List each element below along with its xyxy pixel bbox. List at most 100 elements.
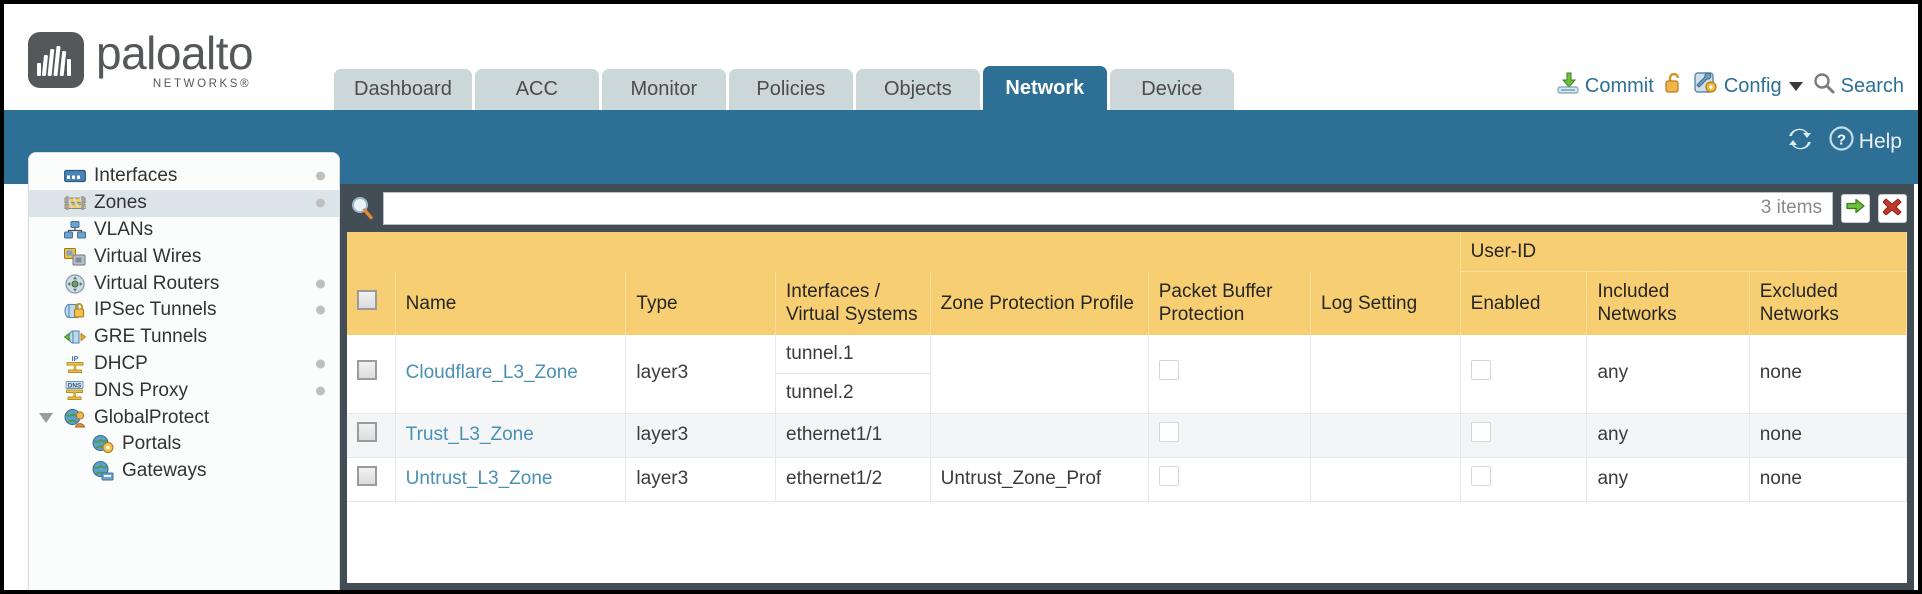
row-select-cell[interactable] [347,334,396,415]
sidebar-item-portals[interactable]: Portals [29,431,339,458]
svg-text:DNS: DNS [68,382,82,389]
userid-enabled-checkbox[interactable] [1470,360,1491,381]
sidebar-item-zones[interactable]: Zones [29,189,339,217]
search-button[interactable]: Search [1812,71,1904,101]
sidebar-item-globalprotect[interactable]: GlobalProtect [29,404,339,431]
sidebar-item-interfaces[interactable]: Interfaces [29,163,339,190]
commit-button[interactable]: Commit [1556,71,1654,101]
sidebar-item-label: IPSec Tunnels [94,299,217,321]
tab-objects[interactable]: Objects [855,69,980,110]
sidebar-item-dns-proxy[interactable]: DNS DNS Proxy [29,377,339,404]
col-header-log-setting[interactable]: Log Setting [1310,271,1461,335]
row-checkbox[interactable] [357,422,377,443]
sidebar-item-vlans[interactable]: VLANs [29,217,339,244]
table-header-row: Name Type Interfaces / Virtual Systems Z… [347,271,1907,335]
cell-name[interactable]: Cloudflare_L3_Zone [395,334,627,415]
cell-interfaces: ethernet1/1 [775,413,931,458]
col-header-zone-protection-profile[interactable]: Zone Protection Profile [930,271,1149,335]
tab-network[interactable]: Network [982,66,1107,110]
brand-logo: paloalto NETWORKS® [28,27,254,91]
cell-included-networks: any [1586,413,1750,458]
tab-monitor[interactable]: Monitor [601,69,726,110]
cell-packet-buffer-protection[interactable] [1148,413,1312,458]
userid-enabled-checkbox[interactable] [1470,465,1491,486]
help-label: Help [1858,129,1902,153]
status-dot [316,359,325,369]
col-header-excluded-networks[interactable]: Excluded Networks [1749,271,1907,335]
search-input[interactable]: 3 items [383,191,1833,225]
sidebar-item-label: VLANs [94,218,154,240]
cell-packet-buffer-protection[interactable] [1148,457,1312,502]
config-wrench-icon [1694,71,1719,101]
network-sidebar: Interfaces Zones [28,152,340,590]
cell-interfaces: tunnel.1 tunnel.2 [775,334,931,415]
sidebar-item-virtual-wires[interactable]: Virtual Wires [29,243,339,270]
status-dot [316,198,325,208]
red-x-icon [1881,197,1903,220]
cell-excluded-networks: none [1749,413,1907,458]
refresh-icon [1787,127,1813,157]
col-header-interfaces[interactable]: Interfaces / Virtual Systems [775,271,931,335]
top-action-bar: Commit [1556,71,1904,101]
tab-dashboard-label: Dashboard [354,78,452,100]
brand-name: paloalto [96,27,254,79]
userid-enabled-checkbox[interactable] [1470,422,1491,443]
apply-filter-button[interactable] [1841,193,1870,223]
row-checkbox[interactable] [357,360,377,381]
clear-filter-button[interactable] [1878,193,1907,223]
cell-included-networks: any [1586,334,1750,415]
table-row[interactable]: Trust_L3_Zone layer3 ethernet1/1 any [347,413,1907,458]
magnifier-icon[interactable] [349,195,375,221]
cell-interfaces: ethernet1/2 [775,457,931,502]
cell-name[interactable]: Trust_L3_Zone [395,413,627,458]
col-header-name[interactable]: Name [395,271,627,335]
table-row[interactable]: Untrust_L3_Zone layer3 ethernet1/2 Untru… [347,457,1907,502]
help-button[interactable]: ? Help [1829,126,1902,157]
help-question-icon: ? [1829,126,1854,157]
select-all-checkbox[interactable] [357,290,377,310]
filter-bar: 3 items [347,191,1907,225]
select-all-header[interactable] [347,271,396,335]
row-select-cell[interactable] [347,413,396,458]
col-header-included-networks[interactable]: Included Networks [1586,271,1750,335]
sidebar-item-gateways[interactable]: Gateways [29,458,339,485]
tab-dashboard[interactable]: Dashboard [334,69,472,110]
cell-userid-enabled[interactable] [1460,457,1588,502]
sidebar-item-label: GlobalProtect [94,406,210,428]
packet-buffer-protection-checkbox[interactable] [1158,422,1179,443]
sidebar-item-dhcp[interactable]: IP DHCP [29,351,339,378]
packet-buffer-protection-checkbox[interactable] [1158,465,1179,486]
expander-triangle-icon[interactable] [39,412,53,423]
table-row[interactable]: Cloudflare_L3_Zone layer3 tunnel.1 tunne… [347,334,1907,415]
cell-userid-enabled[interactable] [1460,334,1588,415]
cell-packet-buffer-protection[interactable] [1148,334,1312,415]
sidebar-item-label: GRE Tunnels [94,326,207,348]
refresh-button[interactable] [1787,127,1813,157]
zone-name-link[interactable]: Untrust_L3_Zone [405,467,553,489]
gre-tunnels-icon [63,327,87,347]
row-select-cell[interactable] [347,457,396,502]
interfaces-icon [63,166,87,186]
cell-zone-protection-profile [930,334,1149,415]
chevron-down-icon[interactable] [1788,81,1803,91]
config-lock-button[interactable] [1663,71,1685,101]
zones-table: User-ID Name Type Interfaces / Virtual S… [347,232,1907,502]
tab-objects-label: Objects [883,78,952,100]
cell-userid-enabled[interactable] [1460,413,1588,458]
col-header-userid-enabled[interactable]: Enabled [1460,271,1588,335]
sidebar-item-gre-tunnels[interactable]: GRE Tunnels [29,324,339,351]
sidebar-item-virtual-routers[interactable]: Virtual Routers [29,270,339,297]
zone-name-link[interactable]: Trust_L3_Zone [405,424,534,446]
tab-device[interactable]: Device [1109,69,1234,110]
main-tab-bar: Dashboard ACC Monitor Policies Objects N… [334,66,1234,110]
packet-buffer-protection-checkbox[interactable] [1158,360,1179,381]
cell-name[interactable]: Untrust_L3_Zone [395,457,627,502]
sidebar-item-ipsec-tunnels[interactable]: IPSec Tunnels [29,297,339,324]
col-header-packet-buffer-protection[interactable]: Packet Buffer Protection [1148,271,1312,335]
zone-name-link[interactable]: Cloudflare_L3_Zone [405,362,578,384]
row-checkbox[interactable] [357,465,377,486]
config-menu-button[interactable]: Config [1694,71,1803,101]
col-header-type[interactable]: Type [625,271,776,335]
tab-policies[interactable]: Policies [728,69,853,110]
tab-acc[interactable]: ACC [474,69,599,110]
